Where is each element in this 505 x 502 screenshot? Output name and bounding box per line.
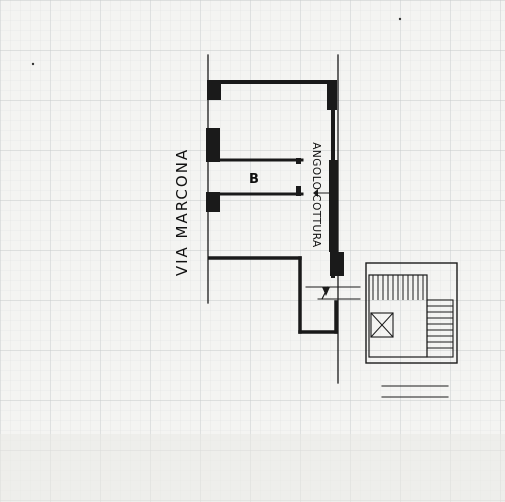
room-b-label: B [249,172,259,187]
kitchen-area-label: ANGOLO COTTURA [310,142,322,248]
partition-stub [296,186,301,196]
pillar [327,80,337,110]
elevator-cross-b [370,312,394,338]
paper-speck [31,62,35,66]
kitchen-arrowhead [313,189,318,197]
pillar [206,128,220,162]
entrance-arrow [322,287,330,296]
street-label: VIA MARCONA [173,147,191,277]
pillar [206,192,220,212]
pillar [207,80,221,100]
stairwell-outline [365,262,458,364]
stair-landing [426,299,454,358]
elevator-shaft [370,312,394,338]
partition-stub [296,158,301,164]
pillar [330,252,344,276]
kitchen-wall-block [329,160,338,252]
paper-speck [398,17,402,21]
page-bottom-band [0,434,505,502]
